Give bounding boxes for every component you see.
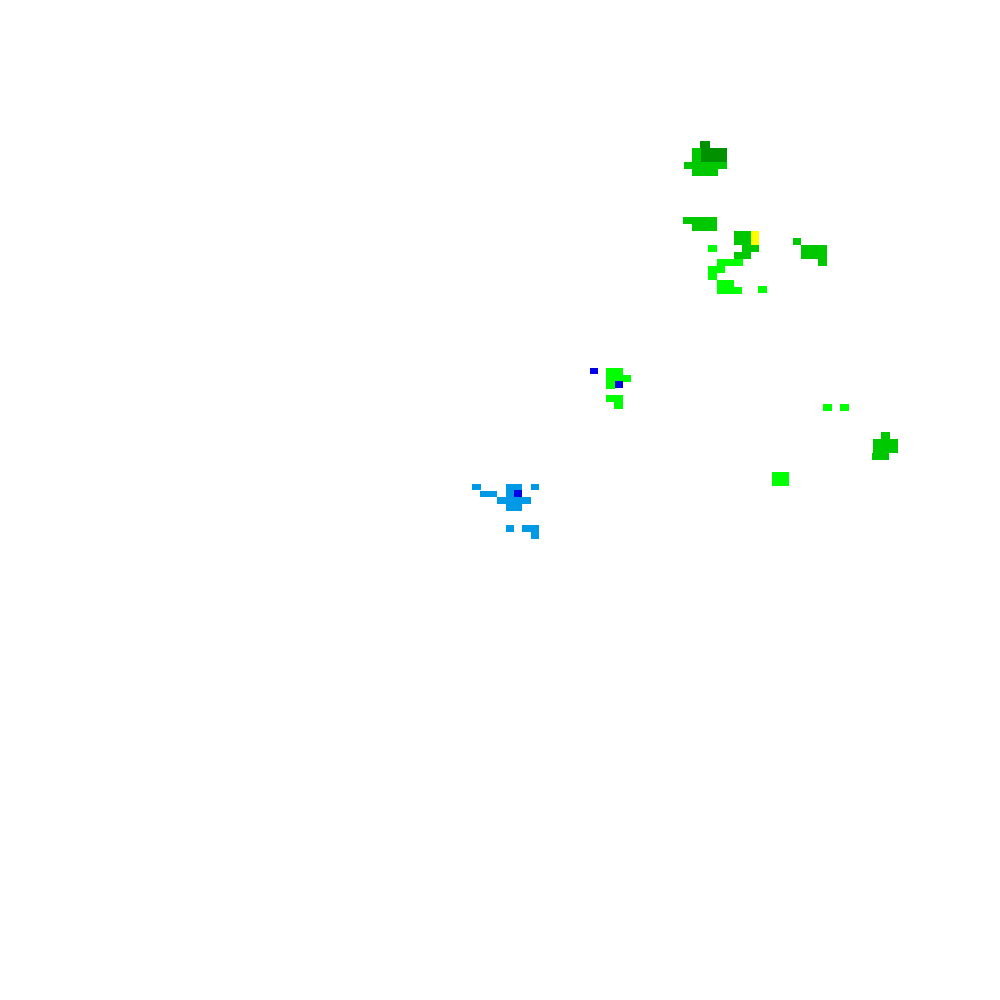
echo-pixel xyxy=(692,224,717,231)
echo-pixel xyxy=(708,245,717,252)
echo-pixel xyxy=(506,504,522,511)
echo-pixel xyxy=(717,287,742,294)
echo-pixel xyxy=(772,472,789,479)
echo-cluster-east-cell xyxy=(872,432,898,460)
echo-pixel xyxy=(751,231,759,245)
echo-pixel xyxy=(734,231,751,245)
echo-pixel xyxy=(506,484,522,490)
echo-pixel xyxy=(606,382,615,389)
echo-pixel xyxy=(531,532,539,539)
echo-cluster-center-cell xyxy=(590,368,631,409)
echo-pixel xyxy=(708,266,725,273)
echo-pixel xyxy=(717,259,743,266)
echo-pixel xyxy=(840,404,849,411)
echo-pixel xyxy=(734,252,751,259)
echo-pixel xyxy=(683,217,717,224)
echo-pixel xyxy=(692,148,701,162)
echo-pixel xyxy=(772,479,789,486)
echo-pixel xyxy=(531,484,539,490)
echo-pixel xyxy=(590,368,598,374)
echo-pixel xyxy=(872,453,889,460)
echo-pixel xyxy=(873,446,898,453)
echo-cluster-northeast-band xyxy=(683,217,827,294)
echo-layer xyxy=(472,141,898,539)
echo-pixel xyxy=(606,368,623,375)
echo-pixel xyxy=(472,484,481,490)
echo-pixel xyxy=(717,280,734,287)
echo-pixel xyxy=(614,402,623,409)
echo-cluster-north-cluster xyxy=(684,141,727,176)
echo-pixel xyxy=(801,252,827,259)
echo-pixel xyxy=(522,525,539,532)
echo-pixel xyxy=(700,141,710,149)
echo-pixel xyxy=(615,381,623,388)
echo-pixel xyxy=(606,395,623,402)
echo-cluster-isolated-cells xyxy=(772,404,849,486)
echo-pixel xyxy=(606,375,631,382)
echo-pixel xyxy=(823,404,832,411)
echo-pixel xyxy=(506,525,514,532)
echo-pixel xyxy=(873,439,898,446)
echo-pixel xyxy=(818,259,827,266)
echo-pixel xyxy=(758,286,767,293)
echo-pixel xyxy=(881,432,890,439)
echo-pixel xyxy=(708,273,717,280)
echo-pixel xyxy=(701,148,727,162)
echo-cluster-southwest-cell xyxy=(472,484,539,539)
echo-pixel xyxy=(684,162,727,169)
echo-pixel xyxy=(793,238,801,245)
echo-pixel xyxy=(480,491,497,497)
echo-pixel xyxy=(692,169,718,176)
echo-pixel xyxy=(801,245,827,252)
echo-pixel xyxy=(742,245,759,252)
echo-pixel xyxy=(497,497,531,504)
echo-pixel xyxy=(514,490,522,497)
